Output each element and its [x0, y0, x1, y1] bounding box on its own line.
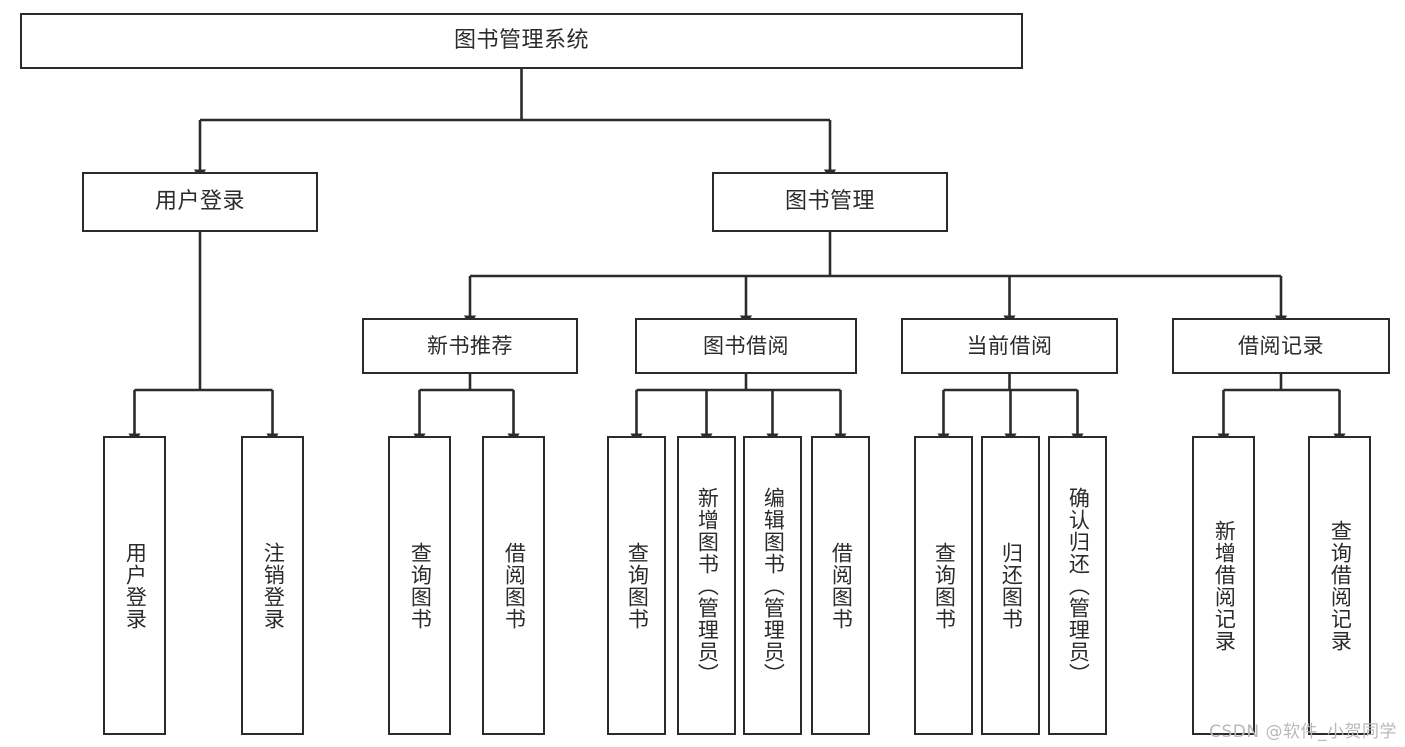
- node-label: 查询图书: [932, 541, 957, 630]
- node-leaf-leaf-query-book-2[interactable]: 查询图书: [607, 436, 666, 735]
- node-leaf-leaf-add-record[interactable]: 新增借阅记录: [1192, 436, 1255, 735]
- node-label: 当前借阅: [966, 333, 1053, 358]
- node-leaf-leaf-query-book-3[interactable]: 查询图书: [914, 436, 973, 735]
- node-leaf-leaf-user-logout[interactable]: 注销登录: [241, 436, 304, 735]
- node-l2-current-loan[interactable]: 当前借阅: [901, 318, 1118, 374]
- node-label: 归还图书: [999, 541, 1024, 630]
- node-l2-book-borrow[interactable]: 图书借阅: [635, 318, 857, 374]
- node-label: 借阅图书: [829, 541, 854, 630]
- watermark-text: CSDN @软件_小贺同学: [1209, 722, 1397, 742]
- node-label: 编辑图书（管理员）: [761, 486, 786, 685]
- node-label: 新增图书（管理员）: [695, 486, 720, 685]
- node-l2-new-book-rec[interactable]: 新书推荐: [362, 318, 578, 374]
- node-label: 用户登录: [123, 541, 148, 630]
- node-label: 注销登录: [261, 541, 286, 630]
- node-label: 图书借阅: [703, 333, 789, 358]
- node-leaf-leaf-query-book-1[interactable]: 查询图书: [388, 436, 451, 735]
- node-leaf-leaf-edit-book[interactable]: 编辑图书（管理员）: [743, 436, 802, 735]
- node-leaf-leaf-return-book[interactable]: 归还图书: [981, 436, 1040, 735]
- node-leaf-leaf-borrow-book-2[interactable]: 借阅图书: [811, 436, 870, 735]
- node-label: 新书推荐: [427, 333, 513, 358]
- node-label: 查询借阅记录: [1328, 519, 1353, 652]
- node-label: 新增借阅记录: [1212, 519, 1237, 652]
- node-label: 查询图书: [625, 541, 650, 630]
- node-label: 确认归还（管理员）: [1066, 486, 1091, 685]
- node-label: 用户登录: [154, 189, 245, 215]
- node-root-root[interactable]: 图书管理系统: [20, 13, 1023, 69]
- node-l1-user-login[interactable]: 用户登录: [82, 172, 318, 232]
- node-label: 图书管理: [784, 189, 875, 215]
- node-label: 图书管理系统: [453, 28, 589, 54]
- node-leaf-leaf-query-record[interactable]: 查询借阅记录: [1308, 436, 1371, 735]
- node-l2-loan-records[interactable]: 借阅记录: [1172, 318, 1390, 374]
- node-label: 查询图书: [408, 541, 433, 630]
- node-leaf-leaf-user-login[interactable]: 用户登录: [103, 436, 166, 735]
- node-label: 借阅记录: [1238, 333, 1324, 358]
- node-leaf-leaf-confirm-return[interactable]: 确认归还（管理员）: [1048, 436, 1107, 735]
- node-leaf-leaf-add-book[interactable]: 新增图书（管理员）: [677, 436, 736, 735]
- node-label: 借阅图书: [502, 541, 527, 630]
- node-leaf-leaf-borrow-book-1[interactable]: 借阅图书: [482, 436, 545, 735]
- node-l1-book-manage[interactable]: 图书管理: [712, 172, 948, 232]
